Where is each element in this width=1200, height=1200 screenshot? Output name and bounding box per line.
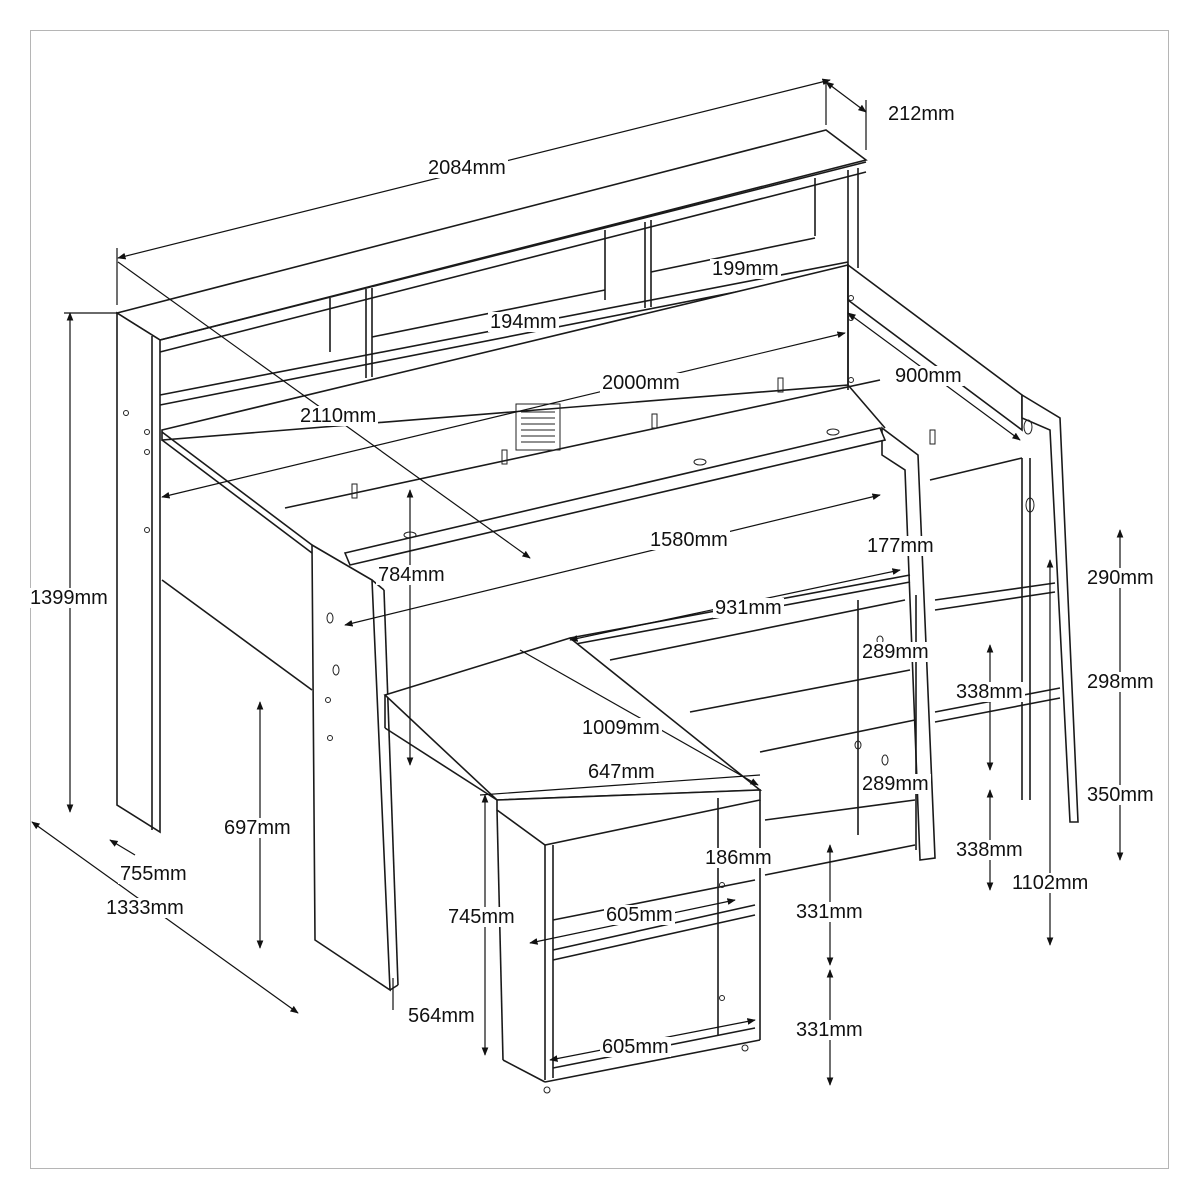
dim-shelf-depth-lower: 338mm: [954, 839, 1025, 861]
dim-cabinet-shelf-upper: 605mm: [604, 904, 675, 926]
dim-step-2: 298mm: [1085, 671, 1156, 693]
dim-desk-height: 745mm: [446, 906, 517, 928]
dim-ladder-height: 1102mm: [1010, 872, 1091, 894]
dim-footprint-side: 755mm: [118, 863, 189, 885]
dim-overall-width: 2110mm: [298, 405, 379, 427]
dim-end-panel-width: 900mm: [893, 365, 964, 387]
dim-shelf-compartment-right: 199mm: [710, 258, 781, 280]
dim-cabinet-height-lower: 331mm: [794, 1019, 865, 1041]
dim-shelf-height-upper: 289mm: [860, 641, 931, 663]
dim-shelf-depth: 212mm: [886, 103, 957, 125]
dim-footprint-depth: 1333mm: [104, 897, 186, 919]
right-end-panel: [847, 263, 1023, 432]
dim-desk-length: 1580mm: [648, 529, 730, 551]
dim-ladder-width: 177mm: [865, 535, 936, 557]
ladder: [881, 393, 1079, 861]
front-side-panel: [311, 543, 399, 992]
left-end-panel: [116, 311, 161, 834]
dim-shelf-length: 931mm: [713, 597, 784, 619]
dim-shelf-compartment-mid: 194mm: [488, 311, 559, 333]
dim-underbed-height: 697mm: [222, 817, 293, 839]
dim-inner-length: 2000mm: [600, 372, 682, 394]
bed-front-rail: [343, 427, 887, 566]
dim-cabinet-height-upper: 331mm: [794, 901, 865, 923]
dim-desk-leg: 564mm: [406, 1005, 477, 1027]
dim-overall-length: 2084mm: [426, 157, 508, 179]
dim-step-1: 290mm: [1085, 567, 1156, 589]
dim-desk-depth: 1009mm: [580, 717, 662, 739]
dim-desk-top: 647mm: [586, 761, 657, 783]
dim-cabinet-gap: 186mm: [703, 847, 774, 869]
dim-cabinet-shelf-lower: 605mm: [600, 1036, 671, 1058]
dim-step-3: 350mm: [1085, 784, 1156, 806]
dim-total-height: 1399mm: [28, 587, 110, 609]
dim-shelf-depth-upper: 338mm: [954, 681, 1025, 703]
dim-shelf-height-lower: 289mm: [860, 773, 931, 795]
dim-bed-height: 784mm: [376, 564, 447, 586]
